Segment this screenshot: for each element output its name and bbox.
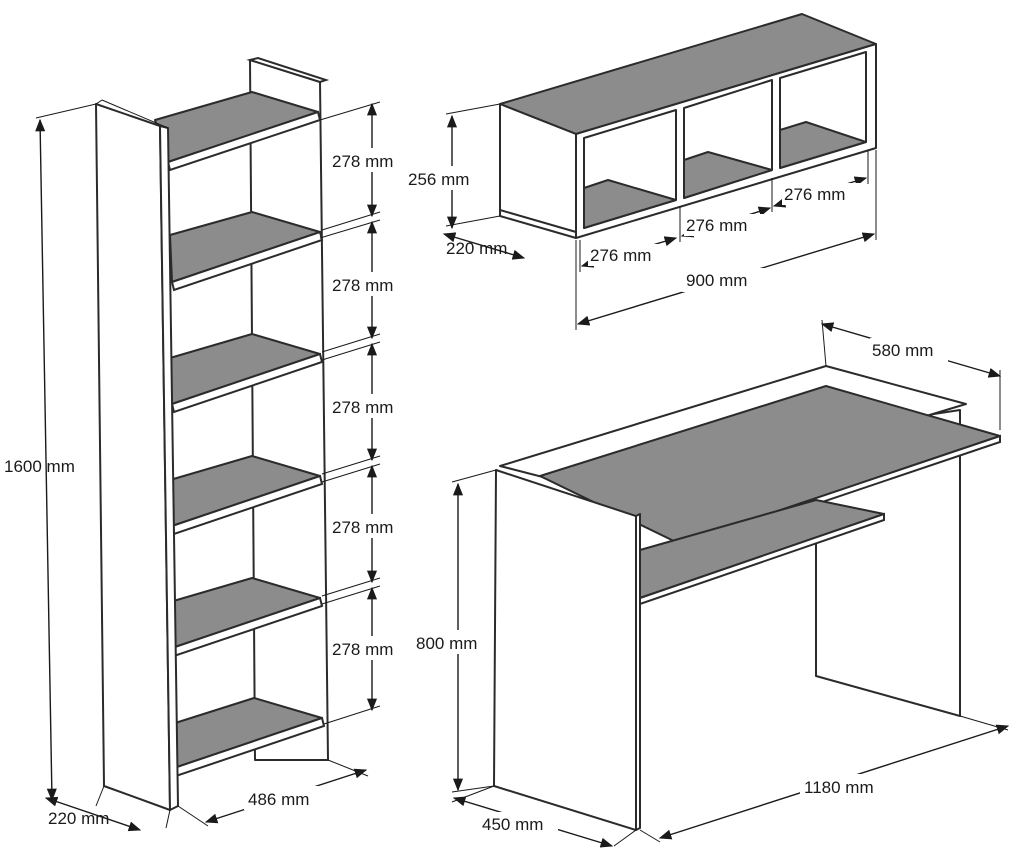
desk-width-label: 1180 mm <box>804 778 874 797</box>
wall-shelf-dimensions: 256 mm 220 mm 276 mm 276 mm 276 mm 900 m… <box>406 103 877 330</box>
desk-dimensions: 800 mm 450 mm 1180 mm 580 mm <box>414 319 1010 848</box>
desk-left-leg-edge <box>635 513 641 831</box>
bookcase-height-label: 1600 mm <box>4 457 75 476</box>
desk-height-label: 800 mm <box>416 634 477 653</box>
wall-shelf-total-width-label: 900 mm <box>686 271 747 290</box>
bookcase-compartment-height-label: 278 mm <box>332 640 393 659</box>
wall-shelf-height-label: 256 mm <box>408 170 469 189</box>
bookcase-compartment-height-label: 278 mm <box>332 276 393 295</box>
bookcase-front-panel <box>95 103 171 811</box>
bookcase <box>95 56 330 811</box>
bookcase-shelf-edge <box>170 352 324 414</box>
desk-left-leg <box>493 469 637 831</box>
bookcase-back-panel-edge <box>246 56 330 84</box>
bookcase-width-label: 486 mm <box>248 790 309 809</box>
desk-depth-label: 450 mm <box>482 815 543 834</box>
bookcase-shelves <box>154 91 326 778</box>
wall-shelf-depth-label: 220 mm <box>446 239 507 258</box>
bookcase-compartment-height-label: 278 mm <box>332 398 393 417</box>
bookcase-dimensions: 1600 mm 278 mm 278 mm 278 mm 278 mm 278 … <box>4 101 408 832</box>
desk-top-depth-label: 580 mm <box>872 341 933 360</box>
wall-shelf-compartment-floor <box>583 179 677 229</box>
wall-shelf-compartment-width-label: 276 mm <box>784 185 845 204</box>
bookcase-shelf-edge <box>170 230 324 292</box>
desk <box>493 365 1001 831</box>
bookcase-back-panel <box>249 59 329 761</box>
bookcase-height-line <box>35 118 57 802</box>
wall-shelf-compartment-width-label: 276 mm <box>686 216 747 235</box>
wall-shelf-compartment-width-label: 276 mm <box>590 246 651 265</box>
wall-shelf-compartment-floor <box>683 151 773 199</box>
wall-shelf <box>499 13 877 239</box>
bookcase-depth-line <box>44 796 142 832</box>
bookcase-depth-label: 220 mm <box>48 809 109 828</box>
bookcase-compartment-height-label: 278 mm <box>332 152 393 171</box>
wall-shelf-compartment-floor <box>779 121 867 169</box>
bookcase-compartment-height-label: 278 mm <box>332 518 393 537</box>
